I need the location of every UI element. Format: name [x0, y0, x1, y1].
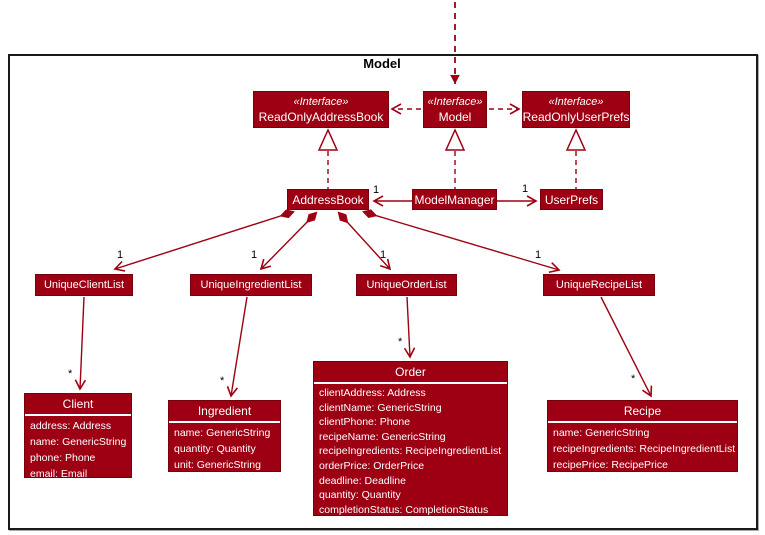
field-row: unit: GenericString — [174, 459, 261, 471]
multiplicity-label: * — [220, 375, 225, 387]
stereotype-label: «Interface» — [548, 95, 604, 108]
class-name: UniqueRecipeList — [555, 279, 643, 291]
class-name: ModelManager — [414, 192, 495, 207]
multiplicity-label: * — [398, 336, 403, 348]
interface-name: ReadOnlyUserPrefs — [522, 109, 630, 124]
field-row: name: GenericString — [553, 427, 650, 439]
field-list: clientAddress: Address clientName: Generi… — [314, 384, 507, 519]
field-row: address: Address — [30, 420, 112, 432]
interface-name: Model — [438, 109, 472, 124]
field-row: clientName: GenericString — [319, 401, 442, 414]
class-name: AddressBook — [292, 192, 364, 207]
class-uniquerecipelist: UniqueRecipeList — [543, 274, 655, 296]
multiplicity-label: * — [631, 373, 636, 385]
class-order: Order clientAddress: Address clientName: … — [313, 361, 508, 516]
field-row: name: GenericString — [30, 436, 127, 448]
field-row: orderPrice: OrderPrice — [319, 459, 425, 472]
class-name: UniqueOrderList — [366, 279, 447, 291]
field-list: name: GenericString quantity: Quantity uni… — [169, 423, 280, 475]
field-row: clientPhone: Phone — [319, 416, 411, 429]
class-uniqueorderlist: UniqueOrderList — [356, 274, 457, 296]
multiplicity-label: 1 — [535, 249, 542, 261]
multiplicity-label: 1 — [117, 249, 124, 261]
class-userprefs: UserPrefs — [540, 189, 603, 210]
class-name: Order — [314, 362, 507, 384]
class-name: Client — [25, 394, 131, 416]
interface-model: «Interface» Model — [423, 91, 487, 128]
class-name: Recipe — [548, 401, 737, 423]
field-row: recipeName: GenericString — [319, 430, 446, 443]
multiplicity-label: 1 — [522, 183, 529, 195]
field-row: email: Email — [30, 468, 88, 480]
field-list: name: GenericString recipeIngredients: Re… — [548, 423, 737, 475]
class-name: UniqueIngredientList — [200, 279, 302, 291]
class-uniqueclientlist: UniqueClientList — [35, 274, 133, 296]
field-list: address: Address name: GenericString phone… — [25, 416, 131, 484]
interface-readonlyaddressbook: «Interface» ReadOnlyAddressBook — [253, 91, 389, 128]
class-client: Client address: Address name: GenericStri… — [24, 393, 132, 480]
class-name: UniqueClientList — [43, 279, 125, 291]
field-row: quantity: Quantity — [319, 489, 401, 502]
class-name: Ingredient — [169, 401, 280, 423]
class-recipe: Recipe name: GenericString recipeIngredie… — [547, 400, 738, 472]
class-addressbook: AddressBook — [287, 189, 369, 210]
class-uniqueingredientlist: UniqueIngredientList — [190, 274, 312, 296]
field-row: phone: Phone — [30, 452, 96, 464]
field-row: clientAddress: Address — [319, 387, 426, 399]
field-row: completionStatus: CompletionStatus — [319, 503, 489, 516]
stereotype-label: «Interface» — [293, 95, 349, 108]
class-name: UserPrefs — [544, 192, 599, 207]
class-modelmanager: ModelManager — [412, 189, 497, 210]
diagram-title: Model — [363, 56, 401, 71]
multiplicity-label: 1 — [373, 184, 380, 196]
multiplicity-label: 1 — [251, 249, 258, 261]
model-frame — [8, 54, 758, 530]
field-row: deadline: Deadline — [319, 474, 406, 487]
field-row: name: GenericString — [174, 427, 271, 439]
class-ingredient: Ingredient name: GenericString quantity: … — [168, 400, 281, 472]
field-row: recipePrice: RecipePrice — [553, 459, 668, 471]
field-row: recipeIngredients: RecipeIngredientList — [319, 445, 502, 458]
multiplicity-label: * — [68, 368, 73, 380]
stereotype-label: «Interface» — [427, 95, 483, 108]
interface-name: ReadOnlyAddressBook — [258, 109, 384, 124]
multiplicity-label: 1 — [380, 249, 387, 261]
field-row: quantity: Quantity — [174, 443, 256, 455]
field-row: recipeIngredients: RecipeIngredientList — [553, 443, 736, 455]
interface-readonlyuserprefs: «Interface» ReadOnlyUserPrefs — [522, 91, 630, 128]
